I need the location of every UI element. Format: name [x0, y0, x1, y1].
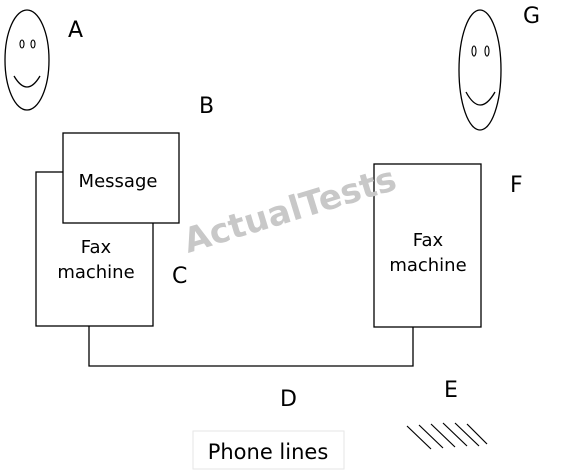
phone-lines-caption: Phone lines — [208, 440, 329, 464]
label-g: G — [523, 4, 540, 29]
phone-line-connector — [88, 326, 414, 367]
phone-line-hatch-icon — [406, 422, 488, 450]
label-b: B — [199, 94, 214, 119]
label-d: D — [280, 387, 297, 412]
left-fax-label-line2: machine — [57, 262, 134, 283]
right-fax-label-line1: Fax — [413, 230, 444, 251]
watermark-text: ActualTests — [179, 159, 401, 262]
label-e: E — [444, 378, 458, 403]
message-box — [62, 132, 180, 224]
left-fax-label-line1: Fax — [81, 237, 112, 258]
person-g-smiley-icon — [458, 9, 502, 131]
label-a: A — [68, 18, 83, 43]
caption-box — [192, 430, 345, 470]
right-fax-machine-box — [373, 163, 482, 328]
label-c: C — [172, 264, 187, 289]
message-label: Message — [79, 171, 158, 192]
person-a-smiley-icon — [4, 9, 50, 111]
label-f: F — [510, 173, 523, 198]
right-fax-label-line2: machine — [389, 255, 466, 276]
